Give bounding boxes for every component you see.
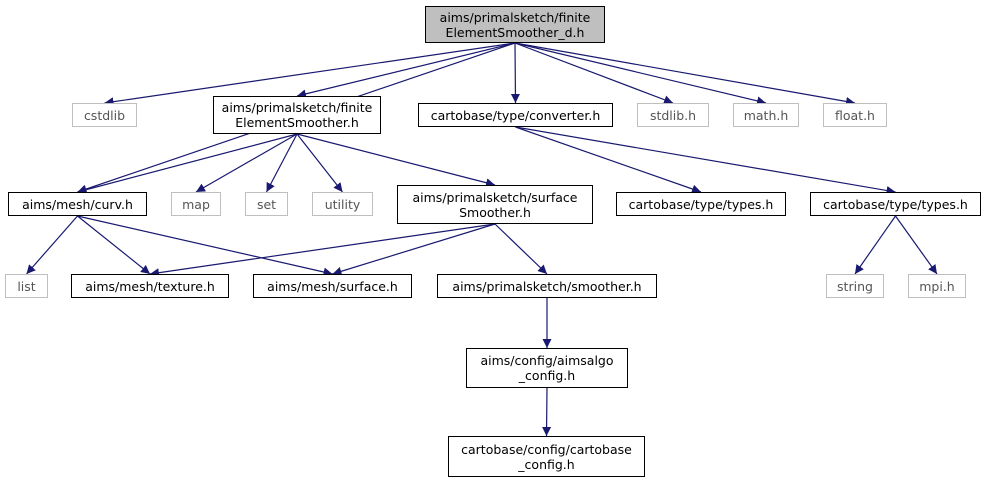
node-label: aims/mesh/texture.h bbox=[85, 278, 215, 294]
node-map[interactable]: map bbox=[171, 192, 221, 216]
node-label: list bbox=[17, 278, 36, 294]
node-label: stdlib.h bbox=[649, 107, 697, 123]
node-label: string bbox=[837, 278, 873, 294]
edge-curv-to-texture bbox=[77, 215, 151, 275]
node-texture-h[interactable]: aims/mesh/texture.h bbox=[71, 274, 229, 298]
node-label-line: aims/primalsketch/finite bbox=[439, 9, 591, 25]
edge-surfsmooth-to-texture bbox=[149, 223, 496, 278]
node-cstdlib[interactable]: cstdlib bbox=[72, 103, 137, 127]
node-types-h-2[interactable]: cartobase/type/types.h bbox=[810, 192, 981, 216]
node-utility[interactable]: utility bbox=[312, 192, 373, 216]
node-label: cartobase/type/types.h bbox=[823, 196, 968, 212]
node-label-line: aims/primalsketch/finite bbox=[221, 100, 373, 115]
edge-root-to-stdlib bbox=[514, 42, 674, 105]
edge-converter-to-types1 bbox=[515, 126, 702, 194]
node-set[interactable]: set bbox=[245, 192, 288, 216]
edge-surfsmooth-to-smoother bbox=[494, 223, 548, 275]
node-label: cstdlib bbox=[83, 107, 126, 123]
node-label-line: _config.h bbox=[518, 456, 575, 472]
node-label: cartobase/type/types.h bbox=[628, 196, 774, 212]
edge-fes-to-curv bbox=[77, 133, 298, 195]
node-stdlib-h[interactable]: stdlib.h bbox=[637, 103, 709, 127]
node-mpi-h[interactable]: mpi.h bbox=[908, 274, 966, 298]
edge-layer bbox=[26, 42, 938, 437]
edge-types2-to-mpi bbox=[895, 215, 938, 275]
node-label: map bbox=[182, 196, 210, 212]
node-label-line: aims/config/aimsalgo bbox=[480, 353, 614, 368]
edge-surfsmooth-to-surface bbox=[332, 223, 496, 276]
node-float-h[interactable]: float.h bbox=[823, 103, 887, 127]
node-label-line: ElementSmoother.h bbox=[235, 115, 359, 130]
node-label-line: _config.h bbox=[518, 368, 576, 383]
edge-fes-to-set bbox=[265, 133, 298, 193]
edge-root-to-fes bbox=[296, 42, 516, 99]
node-list[interactable]: list bbox=[5, 274, 48, 298]
node-finiteelementsmoother-h[interactable]: aims/primalsketch/finite ElementSmoother… bbox=[213, 96, 381, 134]
edge-root-to-float bbox=[514, 42, 856, 106]
edge-fes-to-surfsmooth bbox=[296, 133, 496, 188]
edge-aimsalgo-to-cartobasecfg bbox=[542, 387, 552, 437]
node-label-line: ElementSmoother_d.h bbox=[445, 24, 585, 40]
node-label: aims/mesh/curv.h bbox=[22, 196, 133, 212]
node-label: math.h bbox=[743, 107, 789, 123]
node-aimsalgo-config-h[interactable]: aims/config/aimsalgo _config.h bbox=[466, 348, 628, 388]
edge-converter-to-types2 bbox=[515, 126, 896, 195]
node-curv-h[interactable]: aims/mesh/curv.h bbox=[8, 192, 147, 216]
node-types-h-1[interactable]: cartobase/type/types.h bbox=[616, 192, 786, 216]
node-label: utility bbox=[324, 196, 361, 212]
edge-root-to-cstdlib bbox=[104, 42, 516, 107]
edge-curv-to-surface bbox=[77, 215, 333, 277]
node-label-line: cartobase/config/cartobase bbox=[461, 441, 632, 457]
edge-curv-to-list bbox=[26, 215, 78, 275]
node-label: set bbox=[256, 196, 277, 212]
node-surfacesmoother-h[interactable]: aims/primalsketch/surface Smoother.h bbox=[397, 185, 593, 224]
node-label: cartobase/type/converter.h bbox=[430, 107, 601, 123]
node-math-h[interactable]: math.h bbox=[733, 103, 799, 127]
node-root-finiteelementsmoother-d-h[interactable]: aims/primalsketch/finite ElementSmoother… bbox=[425, 6, 605, 43]
node-label-line: Smoother.h bbox=[459, 204, 531, 220]
edge-types2-to-string bbox=[854, 215, 896, 275]
node-cartobase-config-h[interactable]: cartobase/config/cartobase _config.h bbox=[448, 436, 645, 477]
node-label-line: aims/primalsketch/surface bbox=[412, 189, 578, 205]
node-label: aims/primalsketch/smoother.h bbox=[452, 278, 642, 294]
edge-fes-to-map bbox=[195, 133, 298, 193]
node-surface-h[interactable]: aims/mesh/surface.h bbox=[253, 274, 412, 298]
node-converter-h[interactable]: cartobase/type/converter.h bbox=[418, 103, 613, 127]
node-label: float.h bbox=[835, 107, 875, 123]
edge-fes-to-utility bbox=[296, 133, 343, 193]
edge-root-to-converter bbox=[510, 42, 520, 104]
node-label: mpi.h bbox=[919, 278, 955, 294]
node-string[interactable]: string bbox=[826, 274, 884, 298]
edge-root-to-math bbox=[514, 42, 767, 106]
node-smoother-h[interactable]: aims/primalsketch/smoother.h bbox=[437, 274, 657, 298]
node-label: aims/mesh/surface.h bbox=[267, 278, 398, 294]
